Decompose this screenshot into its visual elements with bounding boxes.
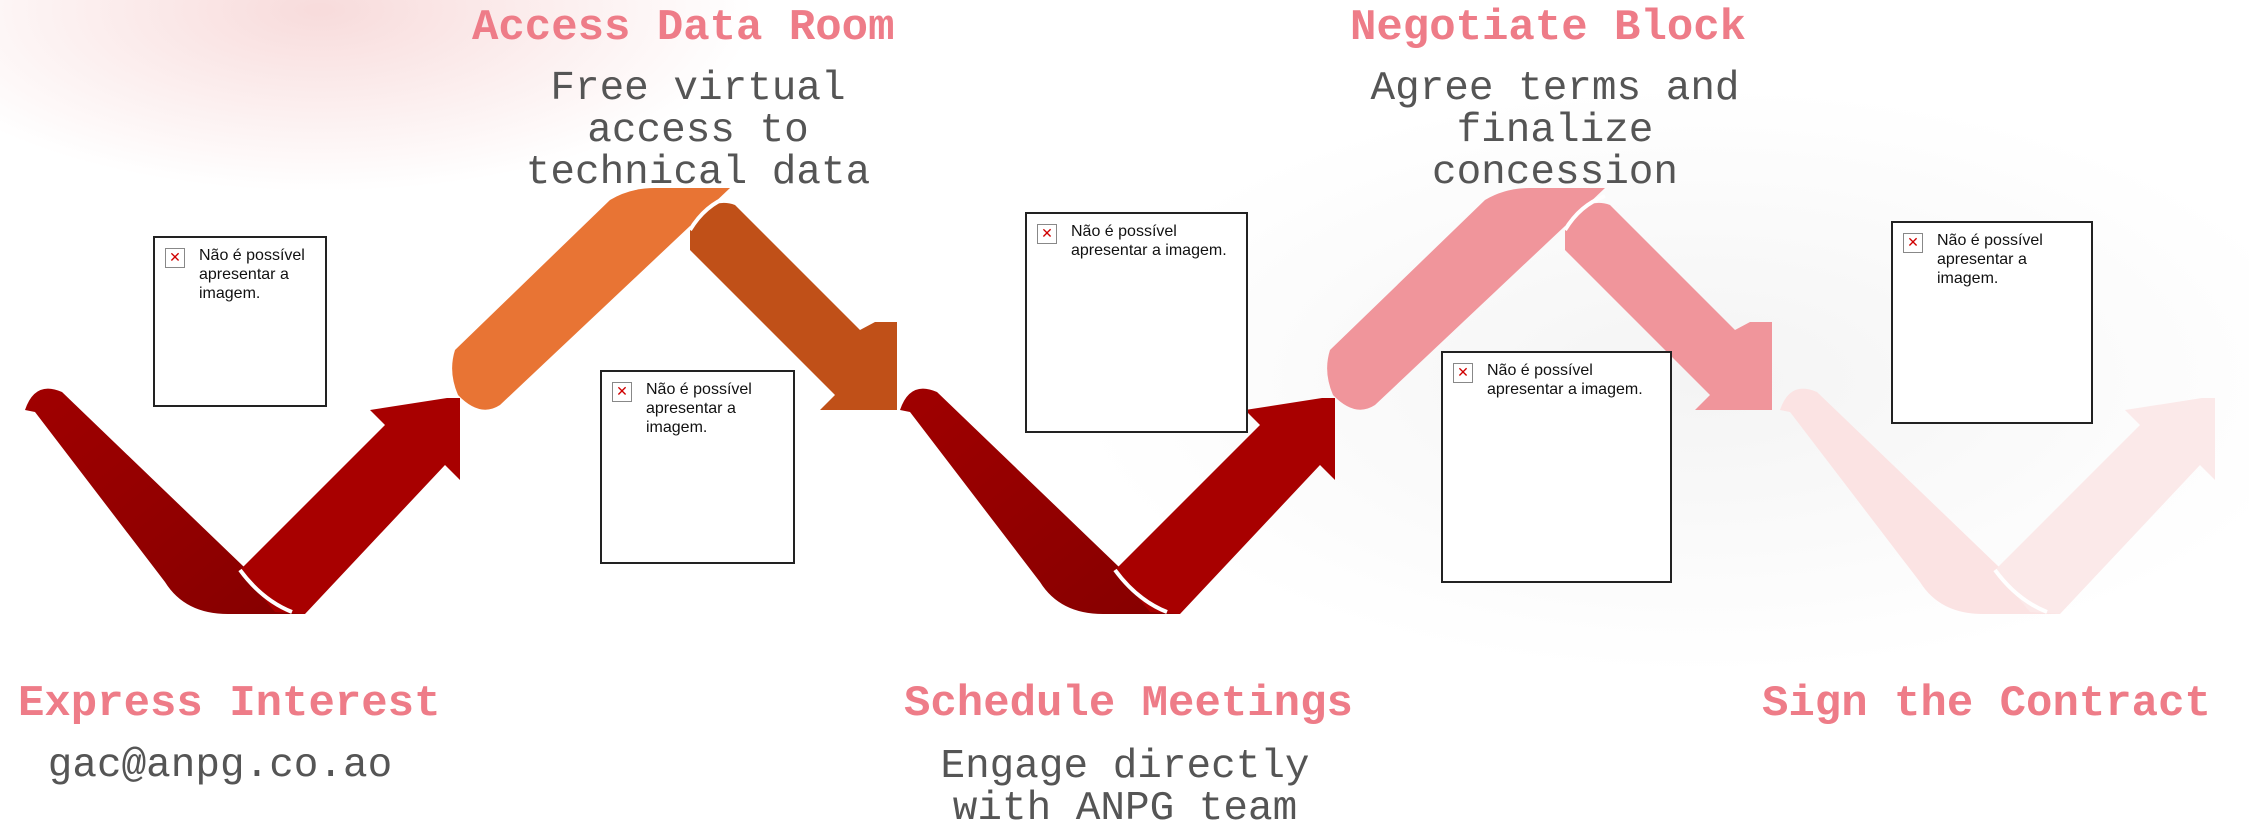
image-placeholder-1: ✕ Não é possível apresentar a imagem.: [153, 236, 327, 407]
step-5-arrow: [1780, 388, 2215, 614]
placeholder-label: Não é possível apresentar a imagem.: [646, 381, 752, 436]
step-4-title: Negotiate Block: [1350, 3, 1747, 53]
step-1-title: Express Interest: [18, 679, 441, 729]
step-3-arrow-up-segment: [1115, 398, 1335, 614]
step-3-title: Schedule Meetings: [904, 679, 1353, 729]
step-4-arrow-down-segment: [1565, 202, 1772, 410]
step-4-arrow-up-segment: [1327, 188, 1605, 410]
broken-image-icon: ✕: [1037, 224, 1057, 244]
step-4-description: Agree terms and finalize concession: [1370, 66, 1740, 196]
image-placeholder-4: ✕ Não é possível apresentar a imagem.: [1441, 351, 1672, 583]
step-3-description: Engage directly with ANPG team: [940, 744, 1310, 832]
step-1-arrow: [25, 388, 460, 614]
placeholder-label: Não é possível apresentar a imagem.: [1071, 223, 1227, 259]
step-1-arrow-down-segment: [25, 388, 305, 614]
step-3-arrow-down-segment: [900, 388, 1180, 614]
image-placeholder-3: ✕ Não é possível apresentar a imagem.: [1025, 212, 1248, 433]
image-placeholder-2: ✕ Não é possível apresentar a imagem.: [600, 370, 795, 564]
broken-image-icon: ✕: [1453, 363, 1473, 383]
step-5-arrow-down-segment: [1780, 388, 2060, 614]
step-5-arrow-up-segment: [1995, 398, 2215, 614]
broken-image-icon: ✕: [165, 248, 185, 268]
step-1-arrow-up-segment: [240, 398, 460, 614]
step-3-arrow: [900, 388, 1335, 614]
step-2-arrow-down-segment: [690, 202, 897, 410]
step-2-title: Access Data Room: [472, 3, 895, 53]
broken-image-icon: ✕: [612, 382, 632, 402]
placeholder-label: Não é possível apresentar a imagem.: [1937, 232, 2043, 287]
image-placeholder-5: ✕ Não é possível apresentar a imagem.: [1891, 221, 2093, 424]
placeholder-label: Não é possível apresentar a imagem.: [1487, 362, 1643, 398]
step-2-arrow: [452, 188, 897, 410]
step-4-arrow: [1327, 188, 1772, 410]
placeholder-label: Não é possível apresentar a imagem.: [199, 247, 305, 302]
step-2-arrow-up-segment: [452, 188, 730, 410]
step-5-title: Sign the Contract: [1762, 679, 2211, 729]
step-1-description: gac@anpg.co.ao: [47, 743, 393, 789]
step-2-description: Free virtual access to technical data: [525, 66, 871, 196]
broken-image-icon: ✕: [1903, 233, 1923, 253]
